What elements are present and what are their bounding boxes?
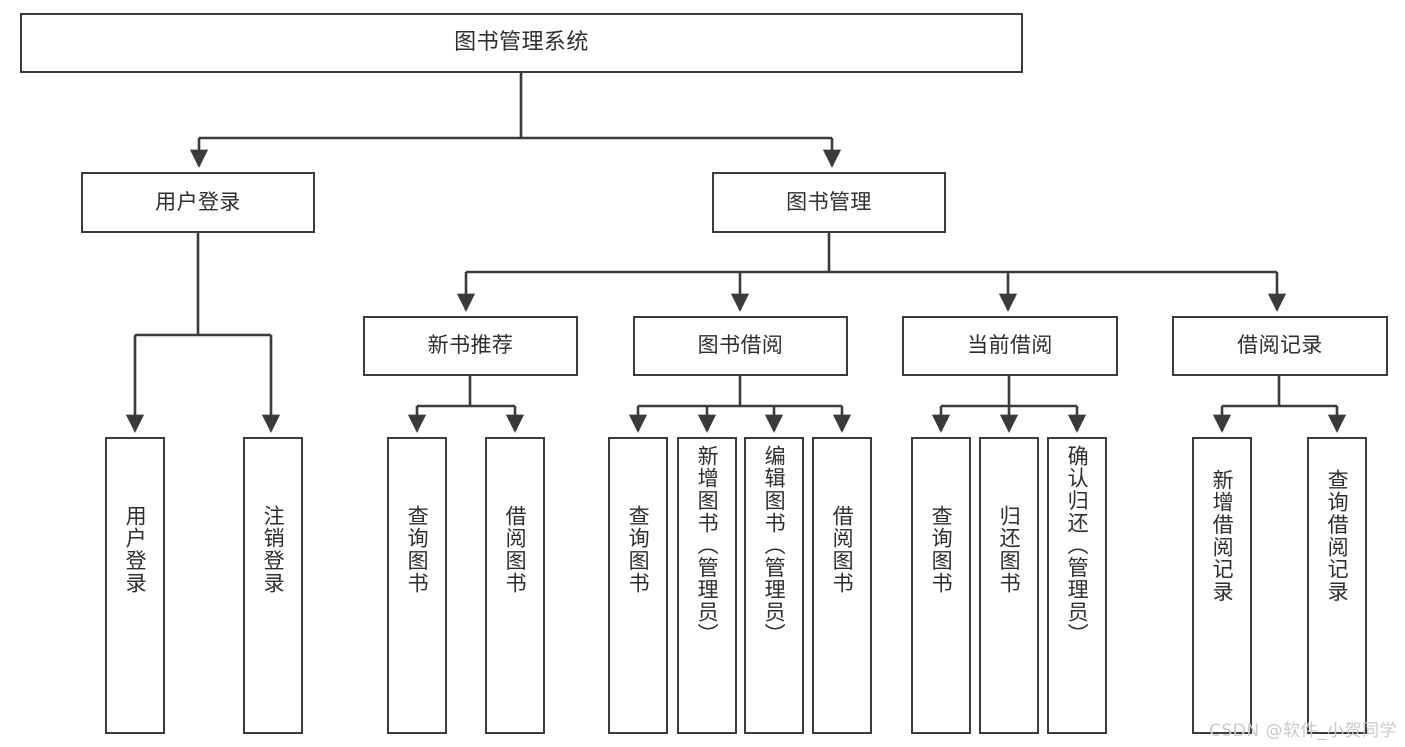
node-label: 图书管理 bbox=[786, 189, 872, 214]
node-label: 新增借阅记录 bbox=[1210, 469, 1235, 603]
leaf-add-book[interactable]: 新增图书（管理员） bbox=[677, 437, 737, 734]
leaf-borrow-book-borrow[interactable]: 借阅图书 bbox=[812, 437, 872, 734]
node-label: 新增图书（管理员） bbox=[695, 445, 720, 646]
node-label: 查询借阅记录 bbox=[1325, 469, 1350, 603]
node-label: 确认归还（管理员） bbox=[1065, 445, 1090, 646]
node-label: 借阅图书 bbox=[830, 505, 855, 595]
leaf-query-book-current[interactable]: 查询图书 bbox=[911, 437, 971, 734]
leaf-confirm-return[interactable]: 确认归还（管理员） bbox=[1047, 437, 1107, 734]
node-label: 注销登录 bbox=[261, 505, 286, 595]
leaf-query-borrow-record[interactable]: 查询借阅记录 bbox=[1307, 437, 1367, 734]
node-new-book-recommend[interactable]: 新书推荐 bbox=[363, 316, 578, 376]
leaf-borrow-book-recommend[interactable]: 借阅图书 bbox=[485, 437, 545, 734]
node-label: 借阅记录 bbox=[1237, 333, 1323, 358]
node-label: 查询图书 bbox=[405, 505, 430, 595]
leaf-query-book-borrow[interactable]: 查询图书 bbox=[608, 437, 668, 734]
node-label: 用户登录 bbox=[123, 505, 148, 595]
leaf-return-book[interactable]: 归还图书 bbox=[979, 437, 1039, 734]
node-book-borrow[interactable]: 图书借阅 bbox=[633, 316, 848, 376]
node-label: 借阅图书 bbox=[503, 505, 528, 595]
csdn-watermark: CSDN @软件_小贺同学 bbox=[1209, 721, 1397, 741]
node-label: 归还图书 bbox=[997, 505, 1022, 595]
node-label: 编辑图书（管理员） bbox=[762, 445, 787, 646]
leaf-add-borrow-record[interactable]: 新增借阅记录 bbox=[1192, 437, 1252, 734]
node-label: 查询图书 bbox=[929, 505, 954, 595]
node-label: 查询图书 bbox=[626, 505, 651, 595]
node-borrow-record[interactable]: 借阅记录 bbox=[1172, 316, 1388, 376]
leaf-user-login[interactable]: 用户登录 bbox=[105, 437, 165, 734]
node-label: 图书借阅 bbox=[697, 333, 784, 358]
node-label: 用户登录 bbox=[155, 189, 241, 214]
leaf-query-book-recommend[interactable]: 查询图书 bbox=[387, 437, 447, 734]
node-current-borrow[interactable]: 当前借阅 bbox=[902, 316, 1118, 376]
leaf-user-logout[interactable]: 注销登录 bbox=[243, 437, 303, 734]
node-library-management-system[interactable]: 图书管理系统 bbox=[20, 13, 1023, 73]
leaf-edit-book[interactable]: 编辑图书（管理员） bbox=[744, 437, 804, 734]
node-label: 新书推荐 bbox=[427, 333, 514, 358]
node-label: 图书管理系统 bbox=[454, 29, 589, 55]
node-user-login[interactable]: 用户登录 bbox=[81, 172, 315, 233]
node-label: 当前借阅 bbox=[967, 333, 1053, 358]
node-book-management[interactable]: 图书管理 bbox=[712, 172, 946, 233]
